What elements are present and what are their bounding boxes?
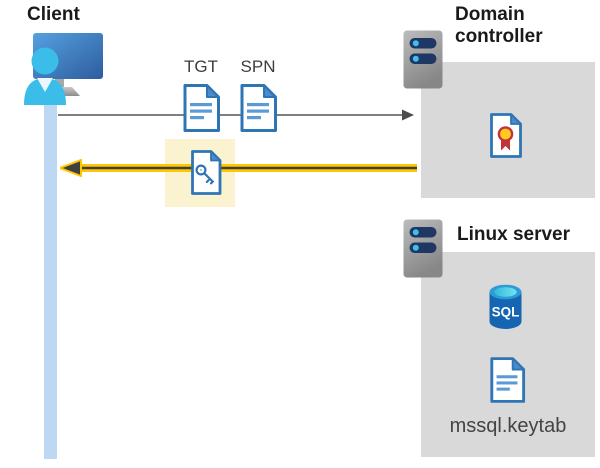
response-arrow — [60, 159, 417, 177]
linux-server-title: Linux server — [457, 224, 570, 245]
domain-controller-title: Domain controller — [455, 4, 543, 47]
service-ticket-key-icon — [191, 150, 222, 195]
user-icon — [24, 47, 66, 105]
tgt-label: TGT — [184, 57, 218, 76]
domain-controller-server-icon — [403, 30, 443, 89]
spn-label: SPN — [240, 57, 276, 76]
keytab-filename: mssql.keytab — [449, 415, 567, 437]
client-lifeline — [44, 92, 57, 459]
certificate-icon — [490, 113, 522, 158]
key-glyph — [195, 164, 214, 185]
tgt-document-icon — [183, 84, 220, 132]
request-arrow — [58, 109, 414, 121]
spn-document-icon — [240, 84, 277, 132]
sql-database-icon: SQL — [489, 284, 522, 329]
linux-server-icon — [403, 219, 443, 278]
client-title: Client — [27, 4, 80, 25]
client-computer-user-icon — [24, 33, 103, 105]
keytab-document-icon — [490, 357, 526, 403]
sql-text: SQL — [492, 305, 520, 320]
